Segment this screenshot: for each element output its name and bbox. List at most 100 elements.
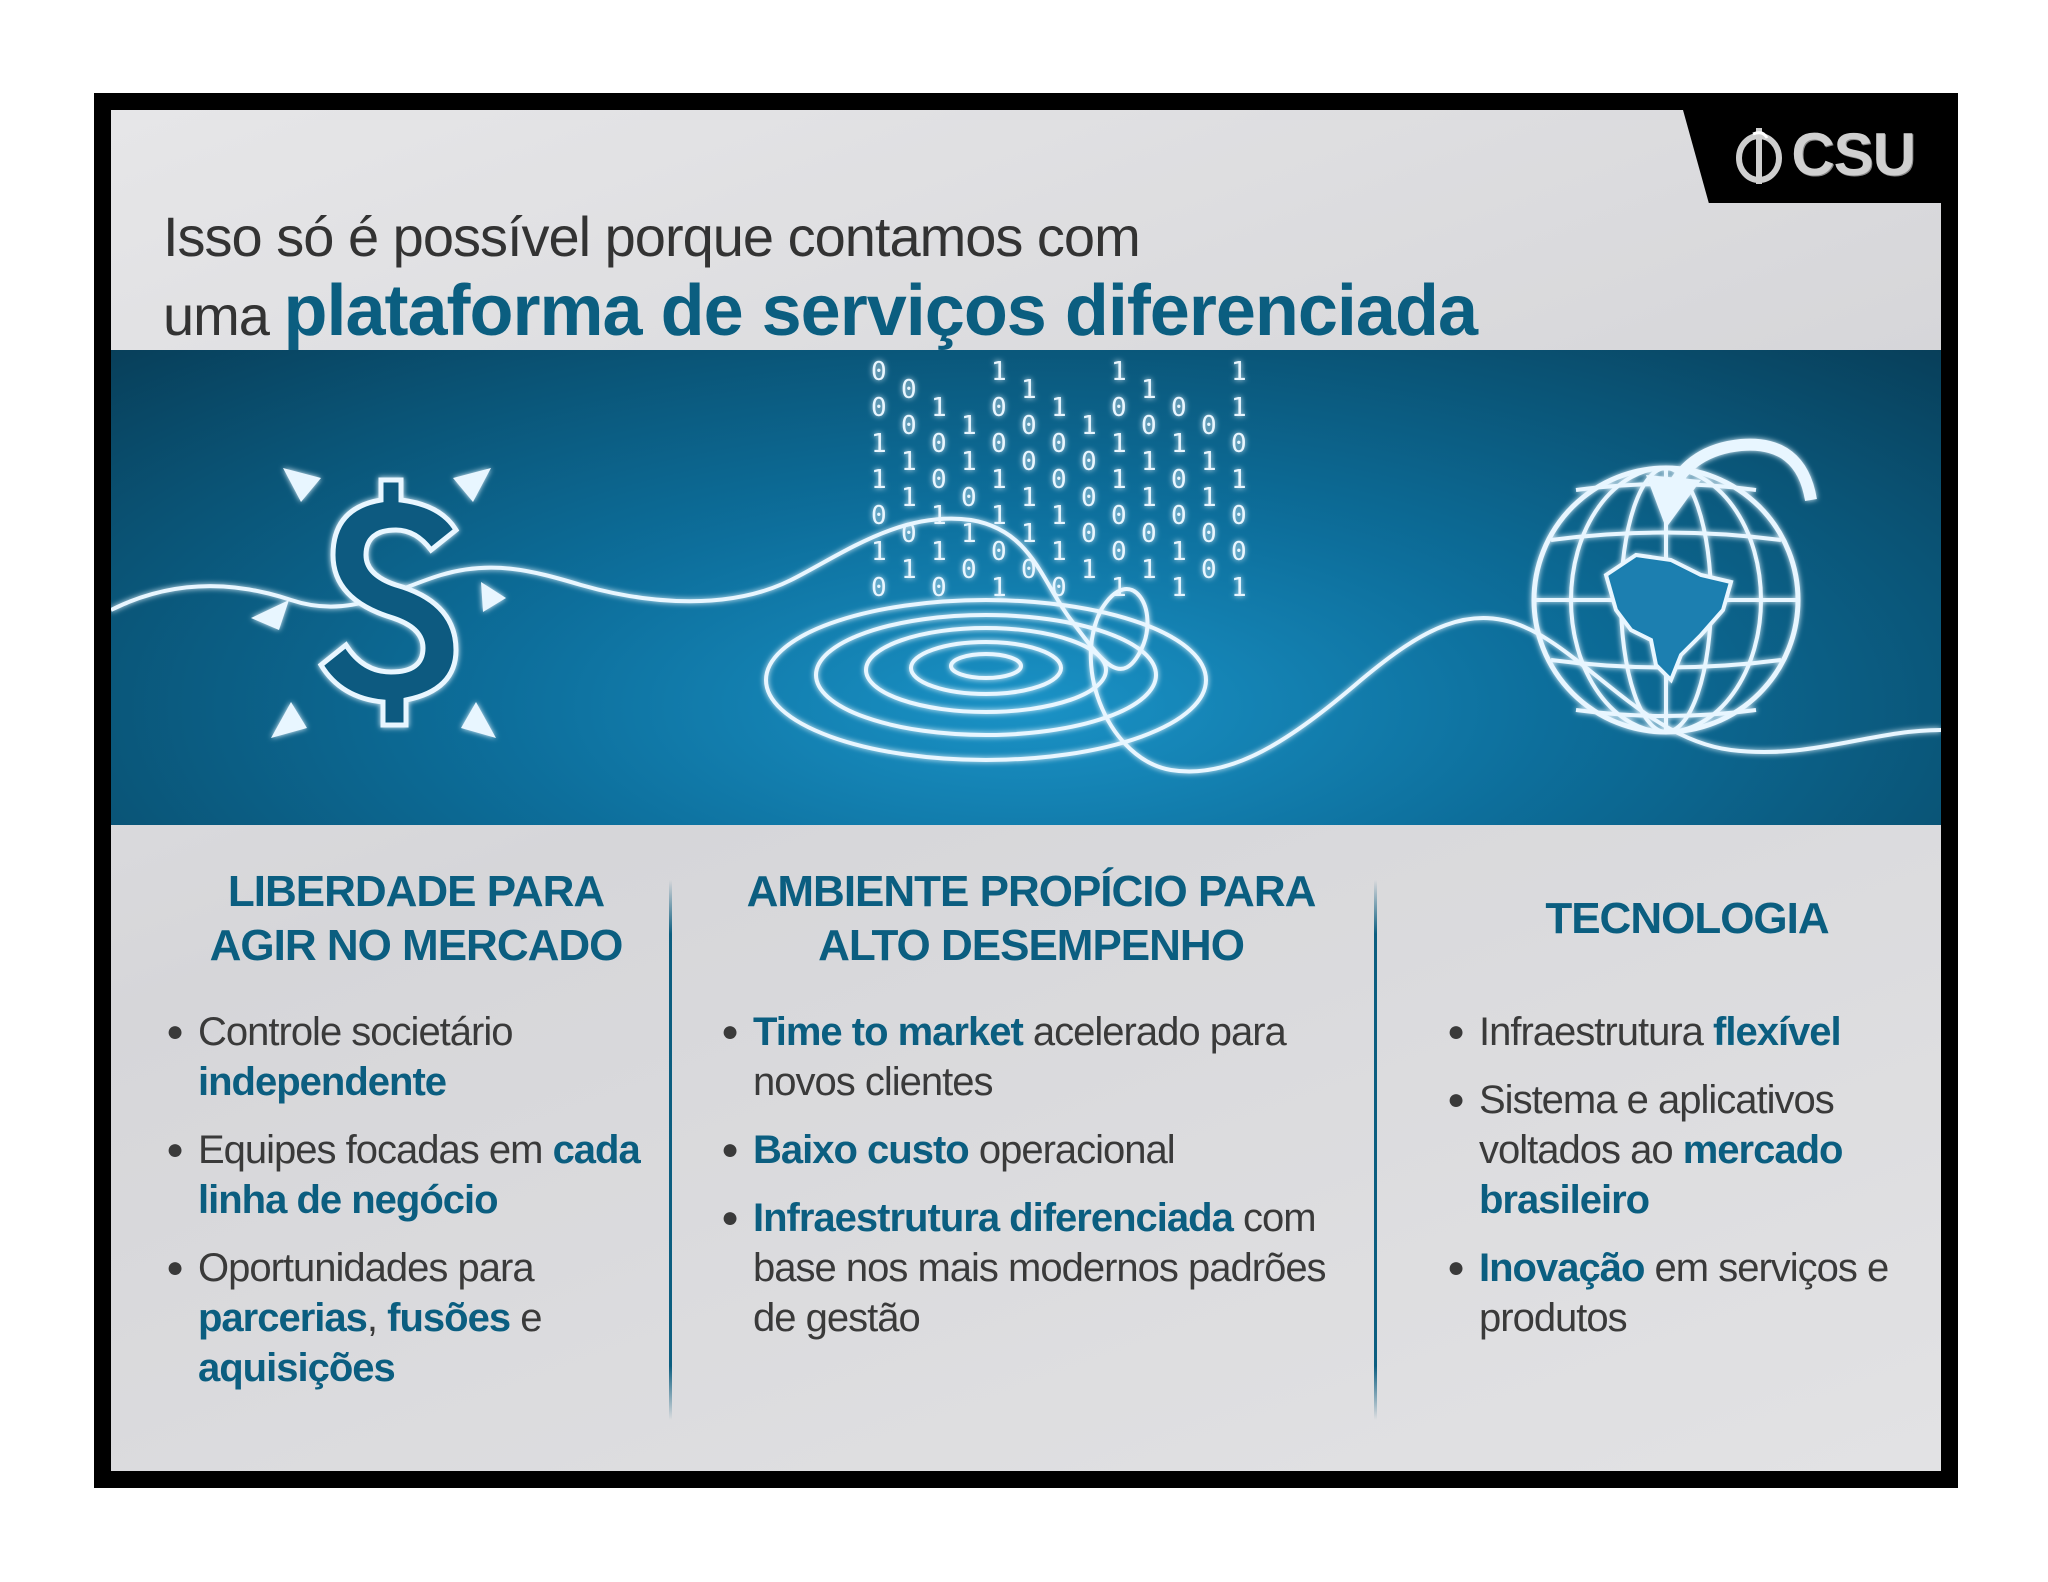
binary-digit: 1	[1111, 465, 1127, 495]
binary-digit: 0	[931, 429, 947, 459]
binary-digit: 0	[871, 501, 887, 531]
title-prefix: uma	[163, 284, 284, 347]
binary-digit: 1	[931, 501, 947, 531]
title-line-1: Isso só é possível porque contamos com	[163, 205, 1141, 268]
title-emphasis: plataforma de serviços diferenciada	[283, 271, 1478, 351]
bullet-item: Controle societário independente	[166, 1007, 666, 1107]
bullet-item: Time to market acelerado para novos clie…	[721, 1007, 1341, 1107]
arrow-curve	[1665, 438, 1817, 502]
binary-digit: 1	[1141, 555, 1157, 585]
binary-digit: 0	[871, 393, 887, 423]
binary-digit: 0	[1081, 483, 1097, 513]
bullet-list: Controle societário independenteEquipes …	[166, 1007, 666, 1393]
bullet-text: Sistema e aplicativos voltados ao	[1479, 1078, 1835, 1172]
slide-content: CSU Isso só é possível porque contamos c…	[111, 110, 1941, 1471]
binary-digit: 0	[901, 375, 917, 405]
binary-digit: 1	[901, 555, 917, 585]
binary-digit: 1	[871, 429, 887, 459]
binary-digit: 0	[1081, 519, 1097, 549]
binary-digit: 0	[901, 411, 917, 441]
column-tecnologia: TECNOLOGIA Infraestrutura flexívelSistem…	[1447, 865, 1927, 1361]
binary-digit: 0	[1231, 429, 1247, 459]
binary-digit: 0	[1021, 555, 1037, 585]
column-heading-line: TECNOLOGIA	[1545, 894, 1829, 943]
title-line-2: uma plataforma de serviços diferenciada	[163, 271, 1478, 353]
binary-digit: 1	[991, 357, 1007, 387]
bullet-text: e	[510, 1296, 542, 1340]
binary-digit: 1	[1081, 555, 1097, 585]
bullet-highlight: independente	[198, 1060, 447, 1104]
binary-digit: 1	[1111, 429, 1127, 459]
binary-digit: 0	[1201, 555, 1217, 585]
bullet-highlight: Inovação	[1479, 1246, 1645, 1290]
binary-digit: 0	[1201, 411, 1217, 441]
binary-digit: 0	[1201, 519, 1217, 549]
binary-digit: 1	[991, 573, 1007, 603]
binary-digit: 1	[1051, 393, 1067, 423]
column-heading-line: AMBIENTE PROPÍCIO PARA	[746, 867, 1317, 916]
bullet-highlight: Time to market	[753, 1010, 1024, 1054]
bullet-text: Equipes focadas em	[198, 1128, 553, 1172]
binary-digit: 0	[1111, 393, 1127, 423]
bullet-text: operacional	[968, 1128, 1176, 1172]
column-heading-line: LIBERDADE PARA	[227, 867, 605, 916]
csu-emblem-icon	[1736, 127, 1783, 184]
binary-digit: 1	[1231, 465, 1247, 495]
feature-columns: LIBERDADE PARA AGIR NO MERCADO Controle …	[111, 825, 1941, 1471]
column-heading: LIBERDADE PARA AGIR NO MERCADO	[166, 865, 666, 973]
bullet-list: Infraestrutura flexívelSistema e aplicat…	[1447, 1007, 1927, 1343]
binary-digit: 1	[1021, 375, 1037, 405]
binary-digit: 1	[1231, 573, 1247, 603]
binary-digit: 1	[1111, 357, 1127, 387]
flow-line	[111, 516, 1941, 774]
binary-digit: 0	[1051, 429, 1067, 459]
binary-digit: 0	[871, 573, 887, 603]
binary-digit: 0	[991, 429, 1007, 459]
binary-digit: 0	[961, 555, 977, 585]
column-divider	[1374, 880, 1377, 1420]
bullet-item: Baixo custo operacional	[721, 1125, 1341, 1175]
binary-digit: 0	[1231, 501, 1247, 531]
binary-digit: 1	[1141, 375, 1157, 405]
bullet-item: Infraestrutura flexível	[1447, 1007, 1927, 1057]
binary-digit: 0	[1051, 573, 1067, 603]
binary-digit: 0	[991, 393, 1007, 423]
binary-digit: 1	[901, 483, 917, 513]
bullet-item: Sistema e aplicativos voltados ao mercad…	[1447, 1075, 1927, 1225]
binary-digit: 1	[1111, 573, 1127, 603]
binary-digit: 0	[1051, 465, 1067, 495]
binary-digit: 1	[871, 537, 887, 567]
bullet-text: acelerado para novos clientes	[753, 1010, 1287, 1104]
bullet-highlight: cada linha de negócio	[198, 1128, 641, 1222]
bullet-text: Controle societário	[198, 1010, 513, 1054]
bullet-highlight: Baixo custo	[753, 1128, 970, 1172]
binary-digit: 1	[931, 537, 947, 567]
bullet-highlight: parcerias	[198, 1296, 368, 1340]
binary-digit: 1	[1021, 519, 1037, 549]
binary-digit: 1	[1201, 447, 1217, 477]
binary-target-icon: 0011010001101100110110101001101100110100…	[764, 357, 1247, 762]
binary-digit: 1	[931, 393, 947, 423]
column-heading: AMBIENTE PROPÍCIO PARA ALTO DESEMPENHO	[721, 865, 1341, 973]
binary-digit: 0	[1231, 537, 1247, 567]
bullet-highlight: fusões	[387, 1296, 511, 1340]
bullet-text: Oportunidades para	[198, 1246, 535, 1290]
bullet-text: com base nos mais modernos padrões de ge…	[753, 1196, 1327, 1340]
banner-illustration: 0011010001101100110110101001101100110100…	[111, 357, 1941, 774]
bullet-highlight: Infraestrutura diferenciada	[753, 1196, 1234, 1240]
binary-digit: 1	[1201, 483, 1217, 513]
bullet-item: Infraestrutura diferenciada com base nos…	[721, 1193, 1341, 1343]
binary-digit: 0	[1171, 465, 1187, 495]
brazil-map	[1603, 552, 1734, 684]
binary-digit: 0	[1111, 501, 1127, 531]
column-heading-line: ALTO DESEMPENHO	[818, 921, 1245, 970]
column-divider	[669, 880, 672, 1420]
logo-text: CSU	[1791, 121, 1916, 188]
bullet-text: ,	[366, 1296, 388, 1340]
binary-digit: 1	[1081, 411, 1097, 441]
binary-digit: 0	[871, 357, 887, 387]
bullet-list: Time to market acelerado para novos clie…	[721, 1007, 1341, 1343]
column-liberdade: LIBERDADE PARA AGIR NO MERCADO Controle …	[166, 865, 666, 1411]
bullet-item: Inovação em serviços e produtos	[1447, 1243, 1927, 1343]
